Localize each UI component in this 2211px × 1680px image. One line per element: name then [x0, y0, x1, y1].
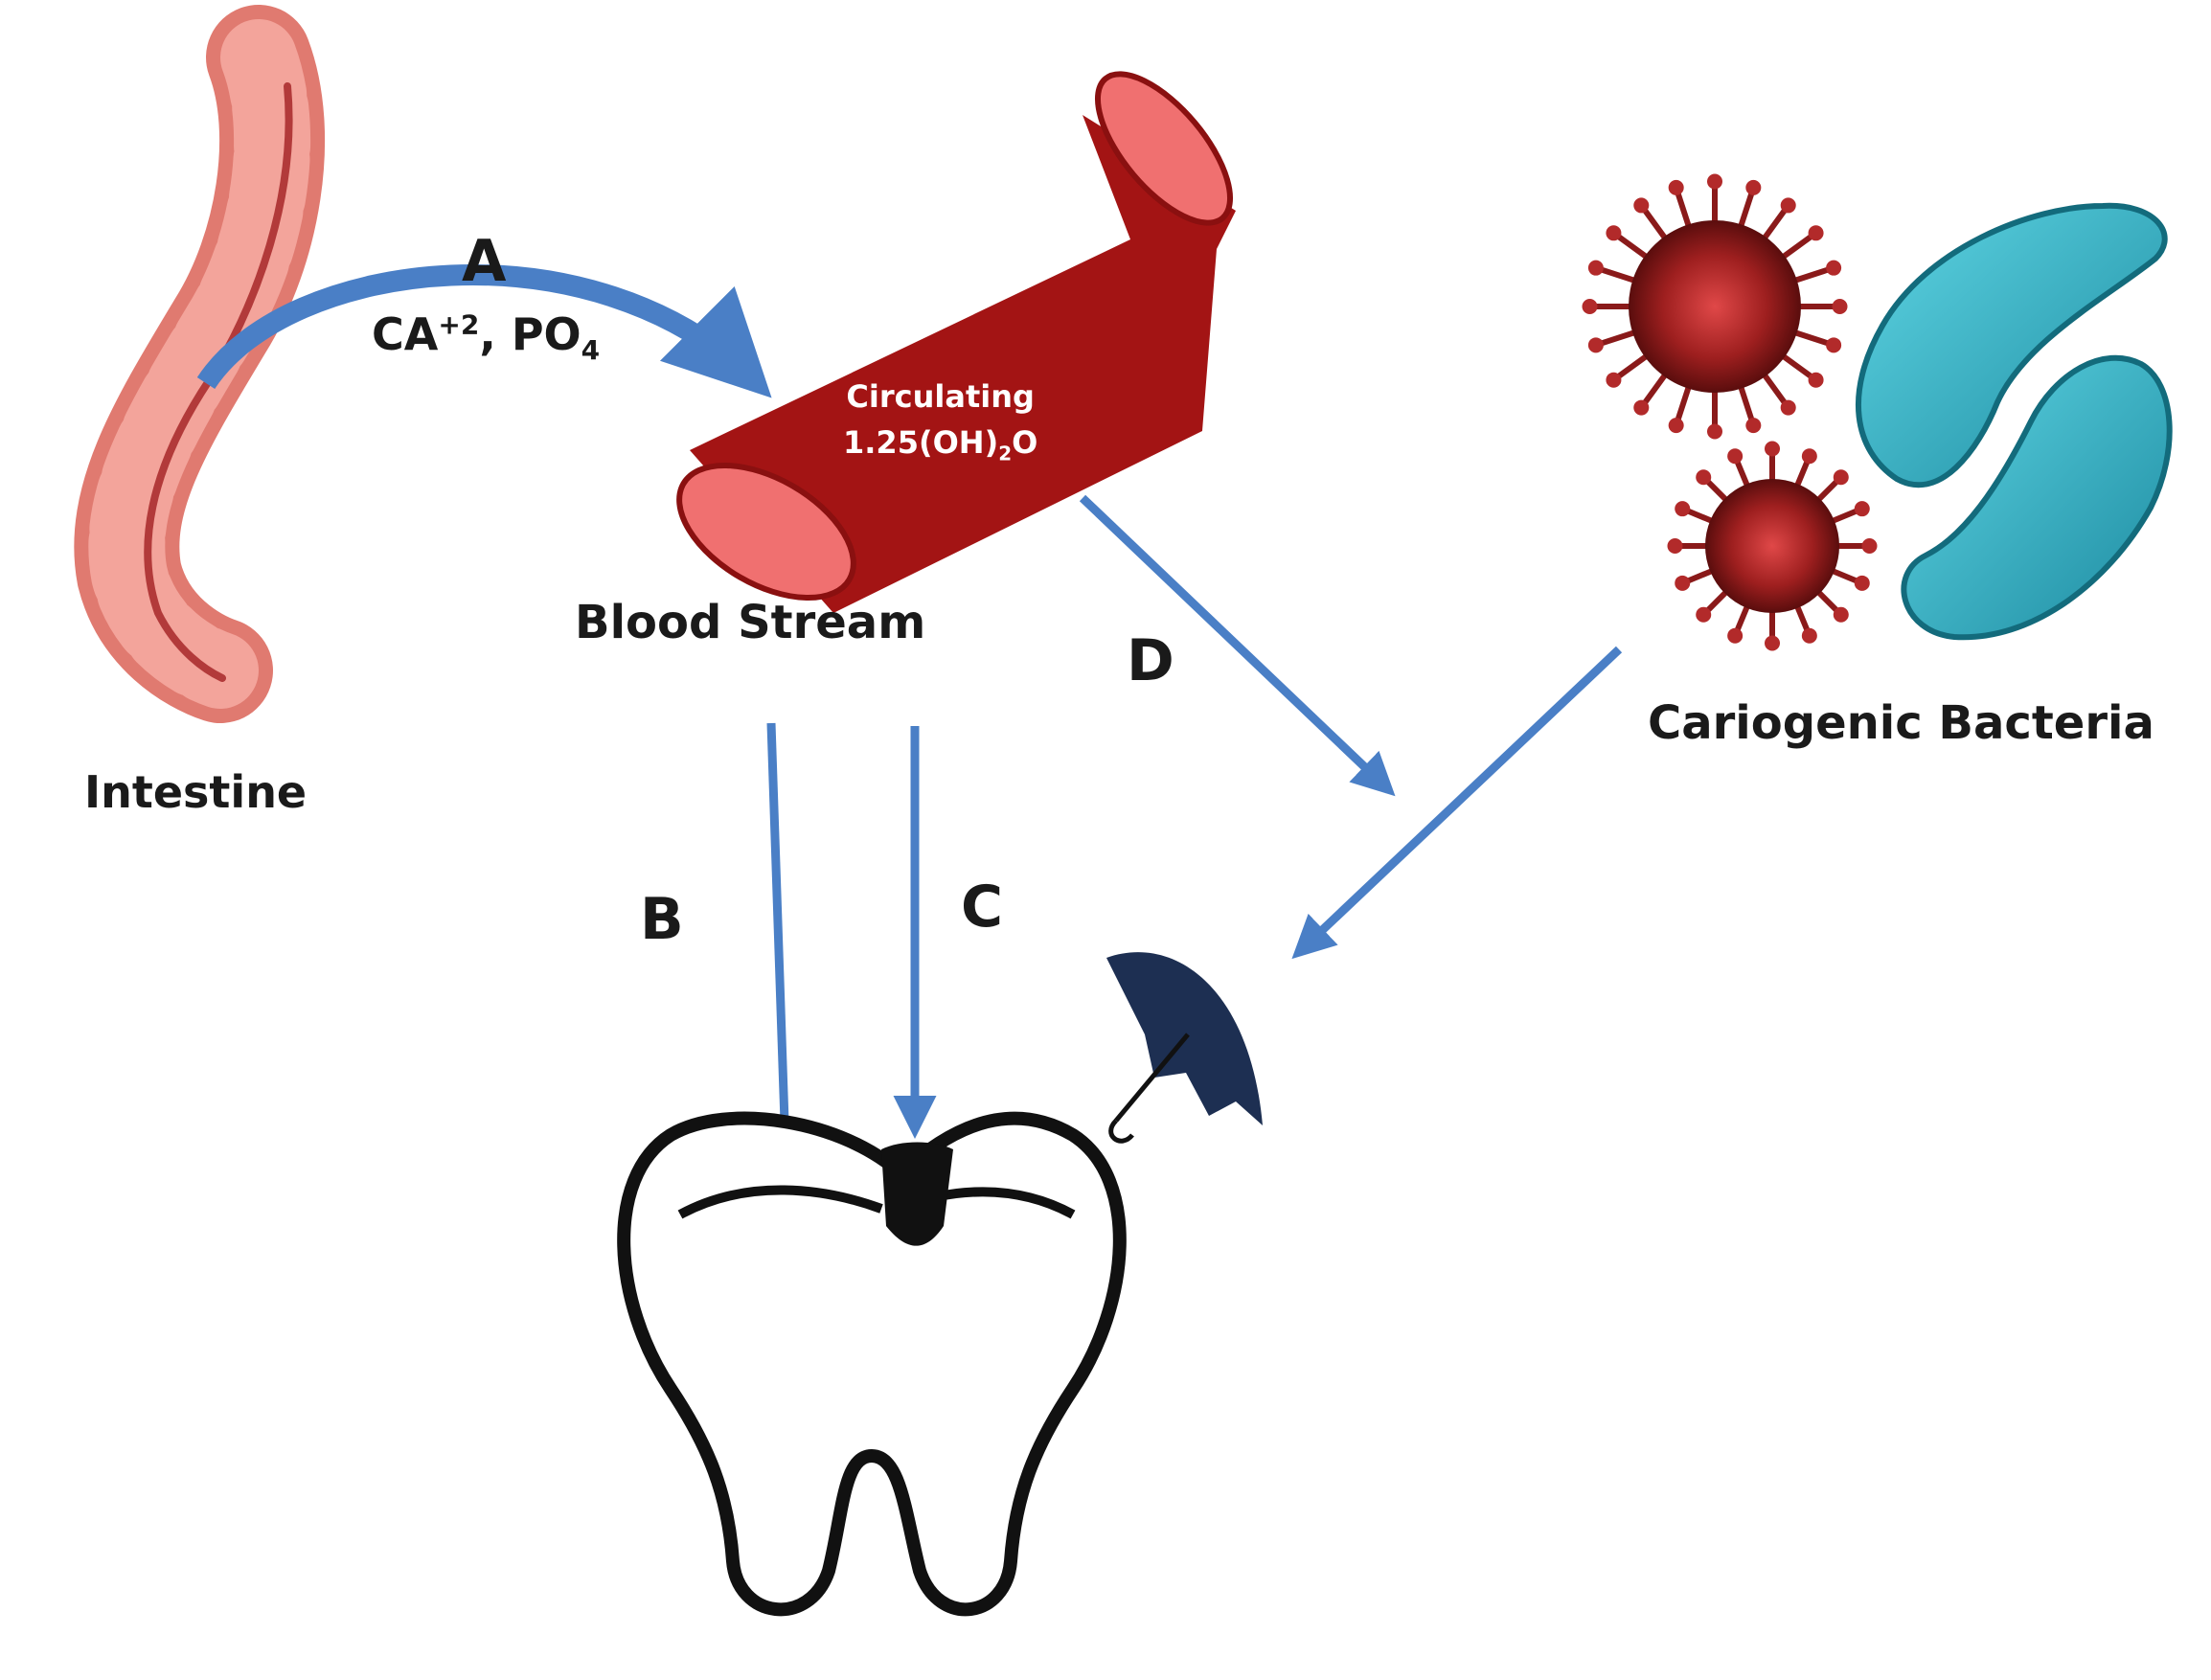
intestine-label: Intestine	[84, 766, 308, 818]
vitamin-d-suffix: O	[1012, 424, 1038, 461]
vessel-label-line2: 1.25(OH)2O	[843, 420, 1037, 476]
intestine-icon	[74, 5, 326, 723]
phosphate-ion: PO	[511, 308, 581, 360]
ion-separator: ,	[479, 308, 512, 360]
pathway-c-letter: C	[961, 874, 1004, 941]
vessel-label-line1: Circulating	[846, 378, 1035, 415]
vessel-label: Circulating 1.25(OH)2O	[843, 374, 1037, 476]
bacillus-bacteria-icon	[1855, 202, 2173, 641]
bacteria-arrow	[1291, 646, 1623, 960]
vitamin-d-subscript: 2	[998, 442, 1013, 465]
vitamin-d-formula: 1.25(OH)	[843, 424, 999, 461]
calcium-charge: +2	[438, 308, 480, 341]
pathway-d-letter: D	[1127, 627, 1174, 694]
umbrella-icon	[1106, 952, 1263, 1144]
tooth-icon	[617, 1111, 1127, 1617]
phosphate-subscript: 4	[581, 334, 601, 367]
blood-vessel-icon	[676, 71, 1236, 613]
pathway-a-arrow	[196, 264, 772, 398]
blood-stream-label: Blood Stream	[575, 596, 926, 649]
coccus-bacteria-icon	[1582, 173, 1878, 651]
cariogenic-bacteria-label: Cariogenic Bacteria	[1648, 696, 2154, 750]
calcium-ion: CA	[372, 308, 439, 360]
pathway-a-letter: A	[462, 228, 507, 295]
pathway-b-letter: B	[640, 886, 684, 953]
pathway-a-ions: CA+2, PO4	[372, 308, 600, 366]
pathway-d-arrow	[1079, 494, 1396, 797]
